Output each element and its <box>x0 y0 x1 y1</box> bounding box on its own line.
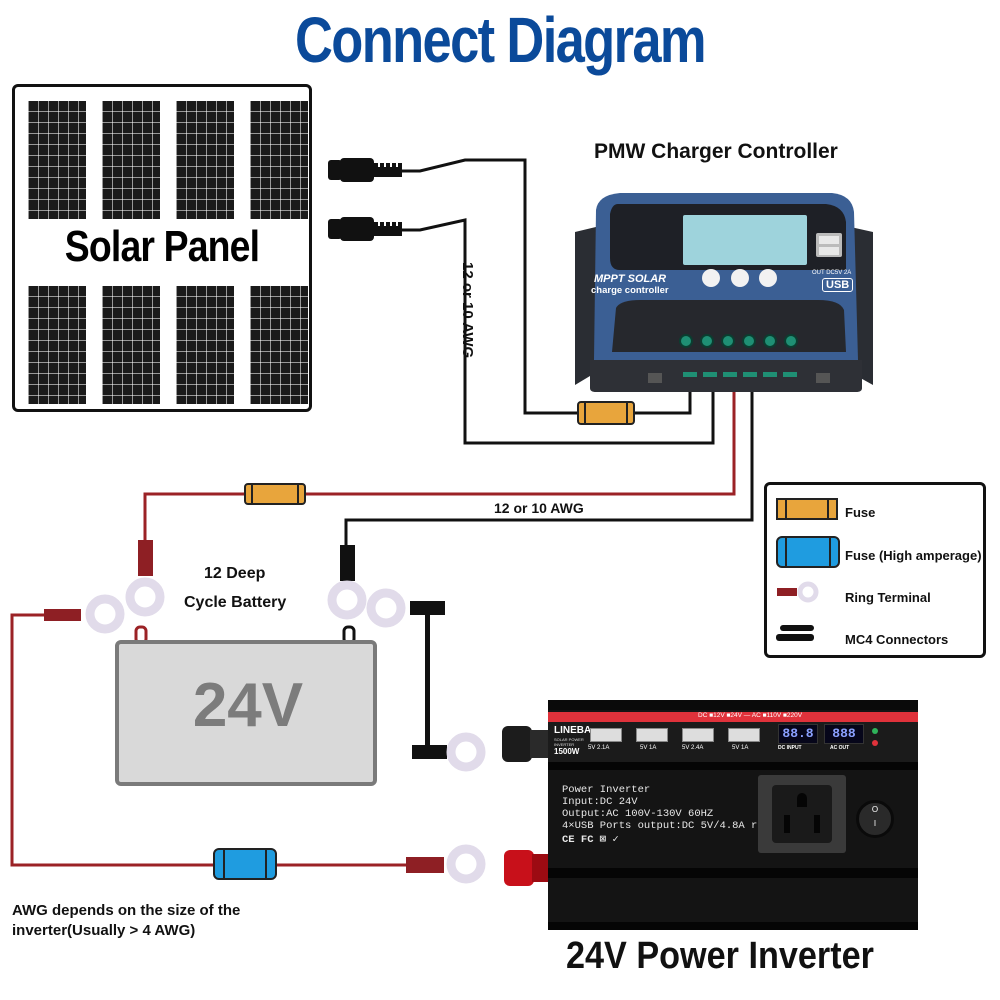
solar-cell <box>28 286 86 404</box>
solar-cell <box>176 286 234 404</box>
legend-label-ring-terminal: Ring Terminal <box>845 590 931 605</box>
legend-label-high-amp-fuse: Fuse (High amperage) <box>845 548 982 563</box>
ring-terminal-icon <box>446 844 486 884</box>
battery-wire-gauge-label: 12 or 10 AWG <box>494 500 584 516</box>
ac-outlet[interactable] <box>758 775 846 853</box>
power-inverter: DC ■12V ■24V — AC ■110V ■220V LINEBA SOL… <box>548 700 918 930</box>
panel-wire-gauge-label: 12 or 10 AWG <box>459 262 476 359</box>
inverter-positive-wire <box>10 613 214 867</box>
usb-port-label: 5V 2.1A <box>588 745 610 751</box>
ring-terminal-sleeve <box>138 540 153 576</box>
ring-terminal-icon <box>366 588 406 628</box>
legend: Fuse Fuse (High amperage) Ring Terminal … <box>764 482 986 658</box>
ring-terminal-icon <box>125 577 165 617</box>
battery-label-line1: 12 Deep <box>204 565 266 582</box>
usb-port-2[interactable] <box>636 728 668 742</box>
high-amp-fuse-icon <box>213 848 277 880</box>
legend-label-fuse: Fuse <box>845 505 876 520</box>
battery-voltage: 24V <box>192 671 304 740</box>
controller-brand-line2: charge controller <box>591 285 669 296</box>
usb-port-label: 5V 1A <box>640 745 657 751</box>
spec-line: Output:AC 100V-130V 60HZ <box>562 808 714 820</box>
legend-mc4-connector-icon <box>776 625 814 641</box>
mc4-connector-bottom <box>328 217 402 241</box>
negative-busbar-top <box>410 601 445 615</box>
usb-port-1[interactable] <box>590 728 622 742</box>
controller-brand-line1: MPPT SOLAR <box>594 273 667 285</box>
ring-terminal-sleeve <box>340 545 355 581</box>
battery-negative-wire <box>344 392 754 545</box>
solar-panel-label: Solar Panel <box>64 222 260 271</box>
spec-line: 4×USB Ports output:DC 5V/4.8A rated <box>562 820 783 832</box>
mc4-connector-top <box>328 158 402 182</box>
inverter-brand: LINEBA <box>554 725 592 736</box>
legend-label-mc4: MC4 Connectors <box>845 632 949 647</box>
usb-port-3[interactable] <box>682 728 714 742</box>
switch-off-mark: O <box>871 805 879 814</box>
ac-out-display: 888 <box>824 724 864 744</box>
panel-positive-wire <box>402 158 578 415</box>
awg-note-line1: AWG depends on the size of the <box>12 902 241 919</box>
spec-line: Power Inverter <box>562 784 651 796</box>
inverter-positive-terminal <box>504 850 550 886</box>
negative-busbar <box>425 615 430 748</box>
usb-port-label: 5V 1A <box>732 745 749 751</box>
negative-busbar-bottom <box>412 745 447 759</box>
dc-input-label: DC INPUT <box>778 745 802 751</box>
switch-on-mark: I <box>873 819 877 828</box>
charge-controller-label: PMW Charger Controller <box>594 140 838 163</box>
battery-label-line2: Cycle Battery <box>184 594 287 611</box>
solar-cell <box>176 101 234 219</box>
ring-terminal-sleeve <box>406 857 444 873</box>
inverter-negative-terminal <box>502 726 550 762</box>
ring-terminal-icon <box>85 594 125 634</box>
panel-negative-wire <box>402 218 715 445</box>
ac-out-label: AC OUT <box>830 745 850 751</box>
inverter-brand-sub: SOLAR POWER INVERTER <box>554 737 584 747</box>
battery <box>115 625 377 786</box>
solar-panel <box>12 84 312 412</box>
ring-terminal-icon <box>327 580 367 620</box>
awg-note-line2: inverter(Usually > 4 AWG) <box>12 922 196 939</box>
certification-marks: CE FC ⊠ ✓ <box>562 834 619 846</box>
legend-ring-terminal-icon <box>777 581 819 603</box>
controller-usb-output: OUT DC5V 2A <box>812 270 852 276</box>
red-led-indicator <box>872 740 878 746</box>
fuse-icon <box>577 401 635 425</box>
solar-cell <box>250 286 308 404</box>
usb-port-4[interactable] <box>728 728 760 742</box>
battery-positive-wire <box>306 392 736 496</box>
legend-fuse-icon <box>776 498 838 520</box>
charge-controller-device <box>575 193 873 392</box>
usb-port-label: 5V 2.4A <box>682 745 704 751</box>
ring-terminal-sleeve <box>44 609 81 621</box>
legend-high-amp-fuse-icon <box>776 536 840 568</box>
voltage-strip: DC ■12V ■24V — AC ■110V ■220V <box>698 712 803 719</box>
solar-cell <box>250 101 308 219</box>
solar-cell <box>28 101 86 219</box>
controller-usb-label: USB <box>822 278 854 292</box>
inverter-label: 24V Power Inverter <box>566 935 874 977</box>
panel-positive-wire-end <box>632 392 692 415</box>
fuse-icon <box>244 483 306 505</box>
spec-line: Input:DC 24V <box>562 796 638 808</box>
dc-input-display: 88.8 <box>778 724 818 744</box>
power-switch[interactable]: O I <box>856 800 894 838</box>
green-led-indicator <box>872 728 878 734</box>
inverter-wattage: 1500W <box>554 747 580 756</box>
diagram-title: Connect Diagram <box>295 4 707 76</box>
solar-cell <box>102 286 160 404</box>
ring-terminal-icon <box>446 732 486 772</box>
solar-cell <box>102 101 160 219</box>
